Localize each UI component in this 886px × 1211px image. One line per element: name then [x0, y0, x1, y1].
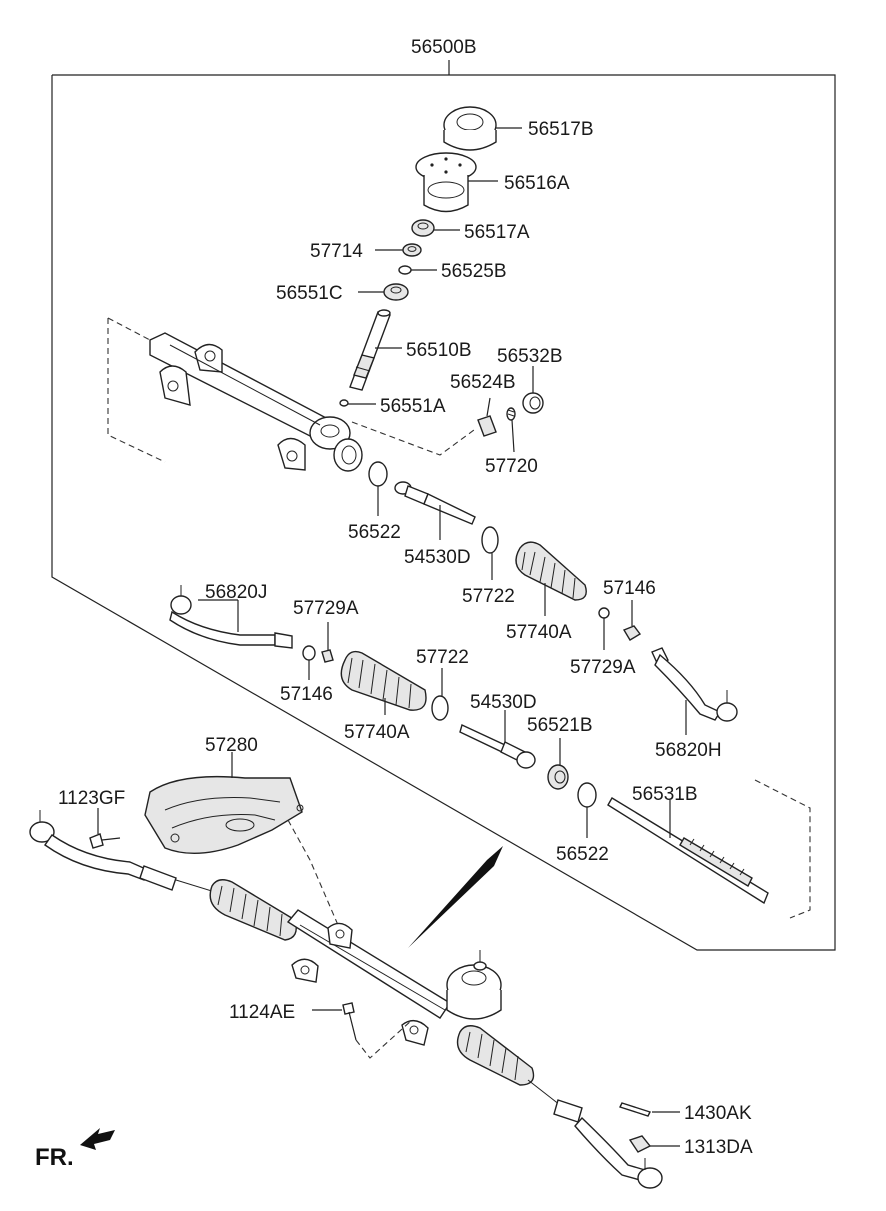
label-56517A: 56517A: [464, 222, 530, 243]
label-56510B: 56510B: [406, 340, 472, 361]
part-57740A-upper-illustration: [515, 541, 587, 616]
part-56532B-illustration: [522, 366, 544, 414]
assembly-frame: [51, 60, 836, 951]
part-57740A-lower-illustration: [340, 650, 427, 715]
label-57146-left: 57146: [280, 684, 333, 705]
label-56820H: 56820H: [655, 740, 722, 761]
label-1124AE: 1124AE: [229, 1002, 295, 1023]
part-56525B-illustration: [398, 265, 437, 275]
label-57729A-left: 57729A: [293, 598, 359, 619]
part-57146-left-illustration: [302, 645, 316, 680]
label-57280: 57280: [205, 735, 258, 756]
label-56516A: 56516A: [504, 173, 570, 194]
label-56522-upper: 56522: [348, 522, 401, 543]
label-56522-lower: 56522: [556, 844, 609, 865]
label-56532B: 56532B: [497, 346, 563, 367]
label-56517B: 56517B: [528, 119, 594, 140]
label-1430AK: 1430AK: [684, 1103, 752, 1124]
part-56517A-illustration: [411, 219, 460, 237]
gear-assembly-lower-illustration: [29, 810, 663, 1189]
part-56531B-illustration: [607, 779, 811, 919]
part-54530D-upper-illustration: [394, 481, 476, 540]
label-56531B: 56531B: [632, 784, 698, 805]
part-56516A-illustration: [415, 152, 498, 213]
label-57740A-upper: 57740A: [506, 622, 572, 643]
part-57722-upper-illustration: [481, 526, 499, 580]
part-56551C-illustration: [358, 283, 409, 301]
label-1313DA: 1313DA: [684, 1137, 753, 1158]
part-57280-illustration: [144, 752, 339, 926]
part-56820H-illustration: [651, 647, 738, 735]
label-57740A-lower: 57740A: [344, 722, 410, 743]
label-57722-upper: 57722: [462, 586, 515, 607]
label-56820J: 56820J: [205, 582, 267, 603]
part-56517B-illustration: [443, 106, 522, 151]
label-56525B: 56525B: [441, 261, 507, 282]
label-57722-lower: 57722: [416, 647, 469, 668]
part-56524B-illustration: [477, 397, 497, 437]
part-1123GF-illustration: [89, 808, 121, 849]
label-1123GF: 1123GF: [58, 788, 125, 809]
part-1430AK-illustration: [619, 1102, 680, 1117]
gear-housing-upper-illustration: [107, 317, 475, 472]
front-indicator: FR.: [35, 1144, 74, 1171]
part-56521B-illustration: [547, 738, 569, 790]
part-57720-illustration: [506, 407, 516, 453]
label-56521B: 56521B: [527, 715, 593, 736]
label-56524B: 56524B: [450, 372, 516, 393]
part-57722-lower-illustration: [431, 668, 449, 721]
label-57720: 57720: [485, 456, 538, 477]
label-57714: 57714: [310, 241, 363, 262]
label-56551A: 56551A: [380, 396, 446, 417]
part-1313DA-illustration: [628, 1135, 680, 1153]
label-57729A-right: 57729A: [570, 657, 636, 678]
part-56522-upper-illustration: [368, 461, 388, 516]
front-arrow-icon: [80, 1128, 115, 1150]
part-57146-upper-illustration: [622, 600, 642, 641]
part-56522-lower-illustration: [577, 782, 597, 838]
part-54530D-lower-illustration: [459, 710, 536, 769]
part-56510B-illustration: [349, 309, 402, 391]
part-56820J-illustration: [169, 585, 293, 649]
part-56551A-illustration: [339, 399, 376, 407]
assembly-label: 56500B: [411, 37, 477, 58]
label-54530D-upper: 54530D: [404, 547, 471, 568]
label-56551C: 56551C: [276, 283, 343, 304]
label-54530D-lower: 54530D: [470, 692, 537, 713]
part-57729A-right-illustration: [598, 607, 610, 650]
part-57729A-left-illustration: [321, 622, 334, 663]
part-57714-illustration: [375, 243, 422, 257]
label-57146-upper: 57146: [603, 578, 656, 599]
